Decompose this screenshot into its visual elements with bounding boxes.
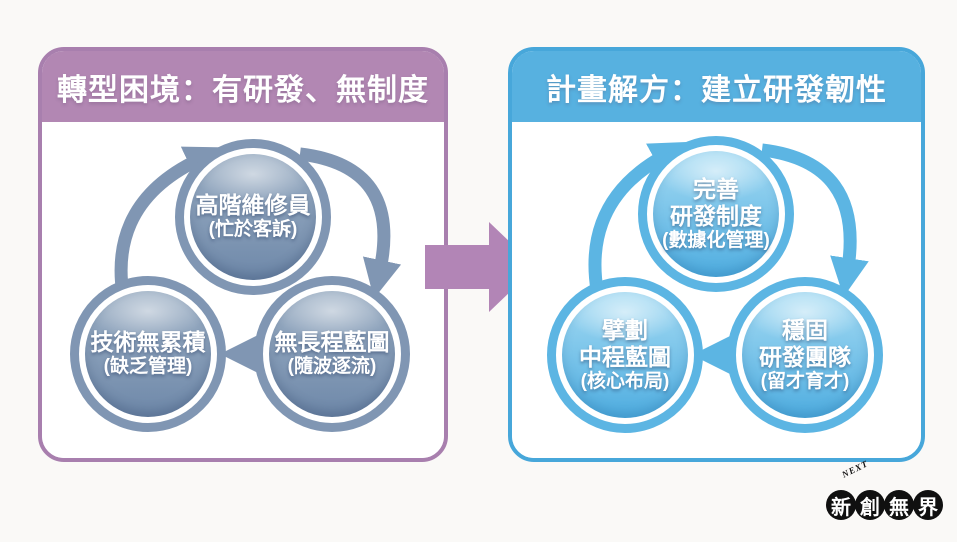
node-label: 中程藍圖 — [579, 343, 671, 370]
problem-node-no-tech-accumulation: 技術無累積 (缺乏管理) — [70, 276, 226, 432]
node-sublabel: (核心布局) — [580, 370, 670, 392]
node-label: 高階維修員 — [195, 192, 311, 219]
node-sublabel: (忙於客訴) — [208, 219, 298, 241]
node-label: 完善 — [693, 175, 739, 202]
solution-node-stable-rd-team: 穩固 研發團隊 (留才育才) — [727, 277, 883, 433]
problem-node-no-tech-accumulation-sphere: 技術無累積 (缺乏管理) — [85, 291, 211, 417]
brand-logo-characters: 新 創 無 界 — [826, 490, 943, 520]
node-label: 穩固 — [782, 316, 828, 343]
node-label: 研發團隊 — [759, 343, 851, 370]
transition-arrow-tail — [425, 245, 489, 289]
problem-panel-header: 轉型困境：有研發、無制度 — [42, 51, 444, 122]
brand-logo: NEXT 新 創 無 界 — [826, 458, 949, 520]
node-sublabel: (留才育才) — [760, 370, 850, 392]
solution-node-complete-rd-system: 完善 研發制度 (數據化管理) — [638, 136, 794, 292]
problem-node-senior-technicians: 高階維修員 (忙於客訴) — [175, 139, 331, 295]
problem-node-no-longterm-blueprint-sphere: 無長程藍圖 (隨波逐流) — [269, 291, 395, 417]
problem-node-senior-technicians-sphere: 高階維修員 (忙於客訴) — [190, 154, 316, 280]
brand-logo-char: 界 — [913, 490, 943, 520]
solution-node-stable-rd-team-sphere: 穩固 研發團隊 (留才育才) — [742, 292, 868, 418]
problem-cycle-diagram: 高階維修員 (忙於客訴) 技術無累積 (缺乏管理) 無長程藍圖 (隨波逐流) — [42, 122, 444, 458]
node-label: 無長程藍圖 — [274, 329, 390, 356]
solution-cycle-diagram: 完善 研發制度 (數據化管理) 擘劃 中程藍圖 (核心布局) 穩固 研發團隊 (… — [512, 122, 921, 458]
solution-panel-title: 計畫解方：建立研發韌性 — [546, 73, 887, 107]
arrow-top-to-bottomright-icon — [761, 143, 869, 297]
node-sublabel: (缺乏管理) — [103, 356, 193, 378]
brand-logo-char: 無 — [884, 490, 914, 520]
brand-logo-char: 創 — [855, 490, 885, 520]
solution-panel: 計畫解方：建立研發韌性 完善 研發制度 (數據化管理) — [508, 47, 925, 462]
problem-panel: 轉型困境：有研發、無制度 高階維修員 (忙於客訴) — [38, 47, 448, 462]
brand-logo-char: 新 — [826, 490, 856, 520]
problem-panel-title: 轉型困境：有研發、無制度 — [57, 73, 429, 107]
node-sublabel: (數據化管理) — [662, 229, 770, 251]
solution-node-complete-rd-system-sphere: 完善 研發制度 (數據化管理) — [653, 151, 779, 277]
node-label: 研發制度 — [670, 202, 762, 229]
node-label: 技術無累積 — [90, 329, 206, 356]
solution-node-midterm-blueprint: 擘劃 中程藍圖 (核心布局) — [547, 277, 703, 433]
problem-node-no-longterm-blueprint: 無長程藍圖 (隨波逐流) — [254, 276, 410, 432]
node-sublabel: (隨波逐流) — [287, 356, 377, 378]
solution-panel-header: 計畫解方：建立研發韌性 — [512, 51, 921, 122]
solution-node-midterm-blueprint-sphere: 擘劃 中程藍圖 (核心布局) — [562, 292, 688, 418]
node-label: 擘劃 — [602, 316, 648, 343]
arrow-top-to-bottomright-icon — [299, 147, 402, 299]
